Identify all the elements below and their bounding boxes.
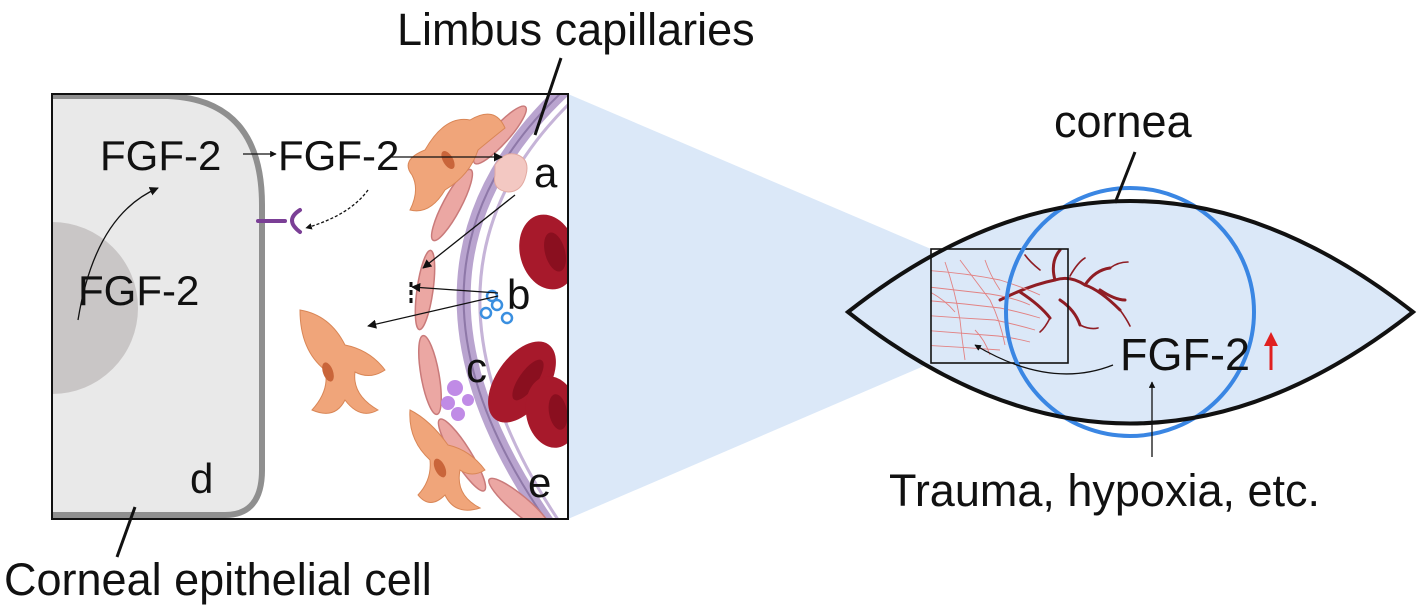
cornea-circle — [1004, 186, 1256, 438]
detail-frame — [51, 93, 569, 520]
cell-nucleus — [52, 222, 138, 394]
marker-c: c — [466, 344, 487, 391]
fgf2-eye: FGF-2 — [1120, 329, 1250, 380]
limbus-label: Limbus capillaries — [397, 4, 755, 55]
epithelial-pointer — [115, 506, 137, 558]
eye-vessels — [998, 248, 1131, 333]
arrows-detail — [77, 150, 516, 329]
marker-a: a — [534, 149, 558, 196]
fgf2-granule — [494, 153, 528, 193]
pericytes — [299, 113, 506, 511]
detail-panel: FGF-2 FGF-2 FGF-2 a b c d e — [52, 94, 568, 519]
fgf2-top-right: FGF-2 — [278, 132, 399, 179]
trauma-label: Trauma, hypoxia, etc. — [889, 465, 1320, 516]
inset-frame — [930, 248, 1069, 364]
marker-d: d — [190, 455, 213, 502]
zoom-projection — [568, 94, 931, 519]
cornea-label: cornea — [1054, 96, 1193, 147]
cornea-pointer — [1113, 151, 1137, 204]
marker-b: b — [507, 271, 530, 318]
limbus-pointer — [533, 57, 563, 136]
epithelial-label: Corneal epithelial cell — [4, 554, 432, 605]
fgf2-nucleus: FGF-2 — [78, 267, 199, 314]
receptor — [256, 208, 302, 234]
fgf2-top-left: FGF-2 — [100, 132, 221, 179]
corneal-epithelial-cell — [52, 94, 265, 518]
inset-region — [931, 259, 1041, 361]
eye-fill — [848, 201, 1413, 424]
vesicles-b — [479, 289, 514, 325]
vesicles-c — [441, 380, 474, 421]
marker-e: e — [528, 459, 551, 506]
eye-outline — [844, 199, 1417, 426]
fgf2-to-vessels-arrow — [974, 344, 1114, 375]
red-blood-cells — [488, 214, 568, 448]
